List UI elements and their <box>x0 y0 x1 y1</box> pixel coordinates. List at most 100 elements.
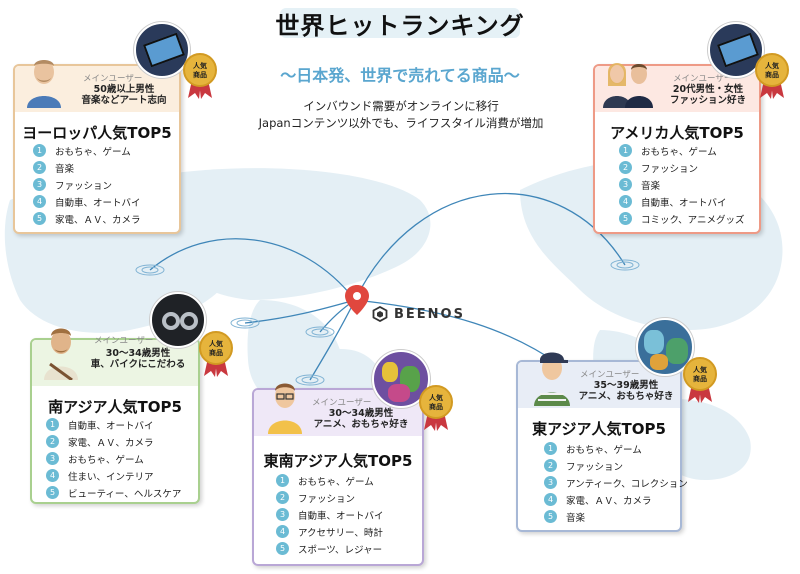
list-item: 5 家電、ＡＶ、カメラ <box>33 210 141 227</box>
rank-badge: 4 <box>619 195 632 208</box>
item-label: 家電、ＡＶ、カメラ <box>566 495 652 507</box>
item-label: ファッション <box>641 163 699 175</box>
rank-badge: 2 <box>276 491 289 504</box>
arc-europe <box>149 238 356 301</box>
user-desc-line: アニメ、おもちゃ好き <box>313 419 409 430</box>
user-desc-line: 30〜34歳男性 <box>328 408 394 419</box>
svg-text:人気: 人気 <box>429 393 443 402</box>
list-item: 2 ファッション <box>544 457 688 474</box>
list-item: 5 スポーツ、レジャー <box>276 540 384 557</box>
description-line-1: インバウンド需要がオンラインに移行 <box>303 99 499 113</box>
brand-name: BEENOS <box>394 306 465 322</box>
rank-badge: 2 <box>619 161 632 174</box>
avatar-icon <box>27 60 61 108</box>
main-user-desc: 35〜39歳男性 アニメ、おもちゃ好き <box>574 380 678 402</box>
list-item: 2 ファッション <box>619 159 744 176</box>
rank-badge: 2 <box>544 459 557 472</box>
item-label: ファッション <box>298 493 356 505</box>
rank-badge: 3 <box>46 452 59 465</box>
list-item: 4 家電、ＡＶ、カメラ <box>544 491 688 508</box>
avatar-couple-icon <box>603 63 653 108</box>
rank-badge: 1 <box>544 442 557 455</box>
main-user-desc: 30〜34歳男性 車、バイクにこだわる <box>80 348 196 370</box>
list-item: 1 おもちゃ、ゲーム <box>544 440 688 457</box>
rank-badge: 4 <box>276 525 289 538</box>
rank-badge: 5 <box>544 510 557 523</box>
svg-text:商品: 商品 <box>429 402 443 411</box>
rank-badge: 4 <box>544 493 557 506</box>
product-photo-figures <box>636 318 694 376</box>
rank-badge: 2 <box>46 435 59 448</box>
item-label: 住まい、インテリア <box>68 471 154 483</box>
list-item: 4 住まい、インテリア <box>46 467 181 484</box>
list-item: 4 自動車、オートバイ <box>33 193 141 210</box>
product-photo-exhaust <box>150 292 206 348</box>
main-user-desc: 20代男性・女性 ファッション好き <box>655 84 761 106</box>
pin-icon <box>345 285 369 315</box>
user-desc-line: 音楽などアート志向 <box>81 95 167 106</box>
card-southeast-asia: メインユーザー 30〜34歳男性 アニメ、おもちゃ好き 東南アジア人気TOP5 … <box>252 383 424 566</box>
user-desc-line: 50歳以上男性 <box>93 84 155 95</box>
title-brush <box>280 8 520 38</box>
item-label: おもちゃ、ゲーム <box>566 444 642 456</box>
item-label: 自動車、オートバイ <box>55 197 141 209</box>
rank-badge: 1 <box>46 418 59 431</box>
rank-badge: 4 <box>46 469 59 482</box>
item-label: 家電、ＡＶ、カメラ <box>55 214 141 226</box>
item-label: アクセサリー、時計 <box>298 527 383 539</box>
user-desc-line: 30〜34歳男性 <box>105 348 171 359</box>
card-title: ヨーロッパ人気TOP5 <box>22 124 172 142</box>
list-item: 1 おもちゃ、ゲーム <box>276 472 384 489</box>
item-label: おもちゃ、ゲーム <box>55 146 131 158</box>
main-user-label: メインユーザー <box>580 370 640 380</box>
list-item: 4 アクセサリー、時計 <box>276 523 384 540</box>
svg-text:商品: 商品 <box>693 374 707 383</box>
arc-east-asia <box>354 299 561 366</box>
item-label: おもちゃ、ゲーム <box>641 146 717 158</box>
avatar-icon <box>44 328 78 380</box>
item-label: おもちゃ、ゲーム <box>298 476 374 488</box>
product-photo-tablet <box>134 22 190 78</box>
beenos-logo: BEENOS <box>372 306 465 322</box>
rank-badge: 5 <box>276 542 289 555</box>
item-label: 音楽 <box>55 163 75 175</box>
item-label: スポーツ、レジャー <box>298 544 383 556</box>
item-label: 音楽 <box>566 512 586 524</box>
main-user-label: メインユーザー <box>312 398 372 408</box>
description: インバウンド需要がオンラインに移行 Japanコンテンツ以外でも、ライフスタイル… <box>236 98 566 132</box>
rank-badge: 5 <box>33 212 46 225</box>
beenos-hex-icon <box>372 306 388 322</box>
main-user-label: メインユーザー <box>94 336 154 346</box>
avatar-icon <box>268 383 302 434</box>
card-title: 東アジア人気TOP5 <box>532 420 666 438</box>
rank-badge: 1 <box>276 474 289 487</box>
arc-southeast-asia <box>309 299 356 381</box>
popular-badge-icon: 人気 商品 <box>419 385 453 431</box>
rank-badge: 1 <box>619 144 632 157</box>
user-desc-line: ファッション好き <box>669 95 746 106</box>
popular-badge-icon: 人気 商品 <box>199 331 233 377</box>
svg-text:商品: 商品 <box>765 70 779 79</box>
card-title: アメリカ人気TOP5 <box>610 124 744 142</box>
user-desc-line: 車、バイクにこだわる <box>90 359 186 370</box>
rank-badge: 3 <box>276 508 289 521</box>
popular-badge-icon: 人気 商品 <box>183 53 217 99</box>
rank-badge: 4 <box>33 195 46 208</box>
list-item: 5 音楽 <box>544 508 688 525</box>
main-user-label: メインユーザー <box>83 74 143 84</box>
item-label: ファッション <box>566 461 624 473</box>
